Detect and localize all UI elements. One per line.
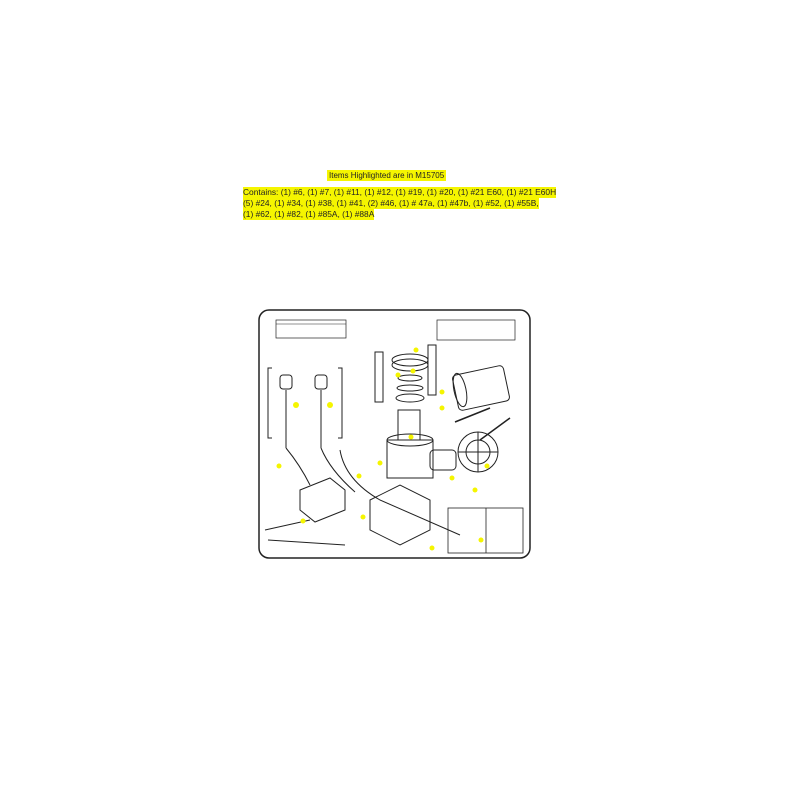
motor-end-cap xyxy=(457,431,499,473)
ram-right xyxy=(427,344,437,396)
parts-table xyxy=(275,319,347,339)
diagram-frame xyxy=(258,309,531,559)
note-box xyxy=(436,319,516,341)
contents-line: (1) #62, (1) #82, (1) #85A, (1) #88A xyxy=(243,209,375,220)
contents-line: Contains: (1) #6, (1) #7, (1) #11, (1) #… xyxy=(243,187,557,198)
hose xyxy=(264,519,346,546)
highlight-markers xyxy=(276,347,490,551)
motor xyxy=(452,365,510,411)
highlight-title: Items Highlighted are in M15705 xyxy=(327,170,447,181)
pump-reservoir xyxy=(386,353,434,479)
valve-block xyxy=(299,477,431,546)
solenoid-valves xyxy=(267,367,343,448)
hose xyxy=(285,447,311,486)
hose xyxy=(339,449,461,536)
pump-gear xyxy=(429,449,457,471)
hose xyxy=(320,447,356,493)
contents-line: (5) #24, (1) #34, (1) #38, (1) #41, (2) … xyxy=(243,198,539,209)
inset-box xyxy=(447,507,524,554)
contents-list: Contains: (1) #6, (1) #7, (1) #11, (1) #… xyxy=(243,187,557,220)
ram-left xyxy=(374,351,384,403)
